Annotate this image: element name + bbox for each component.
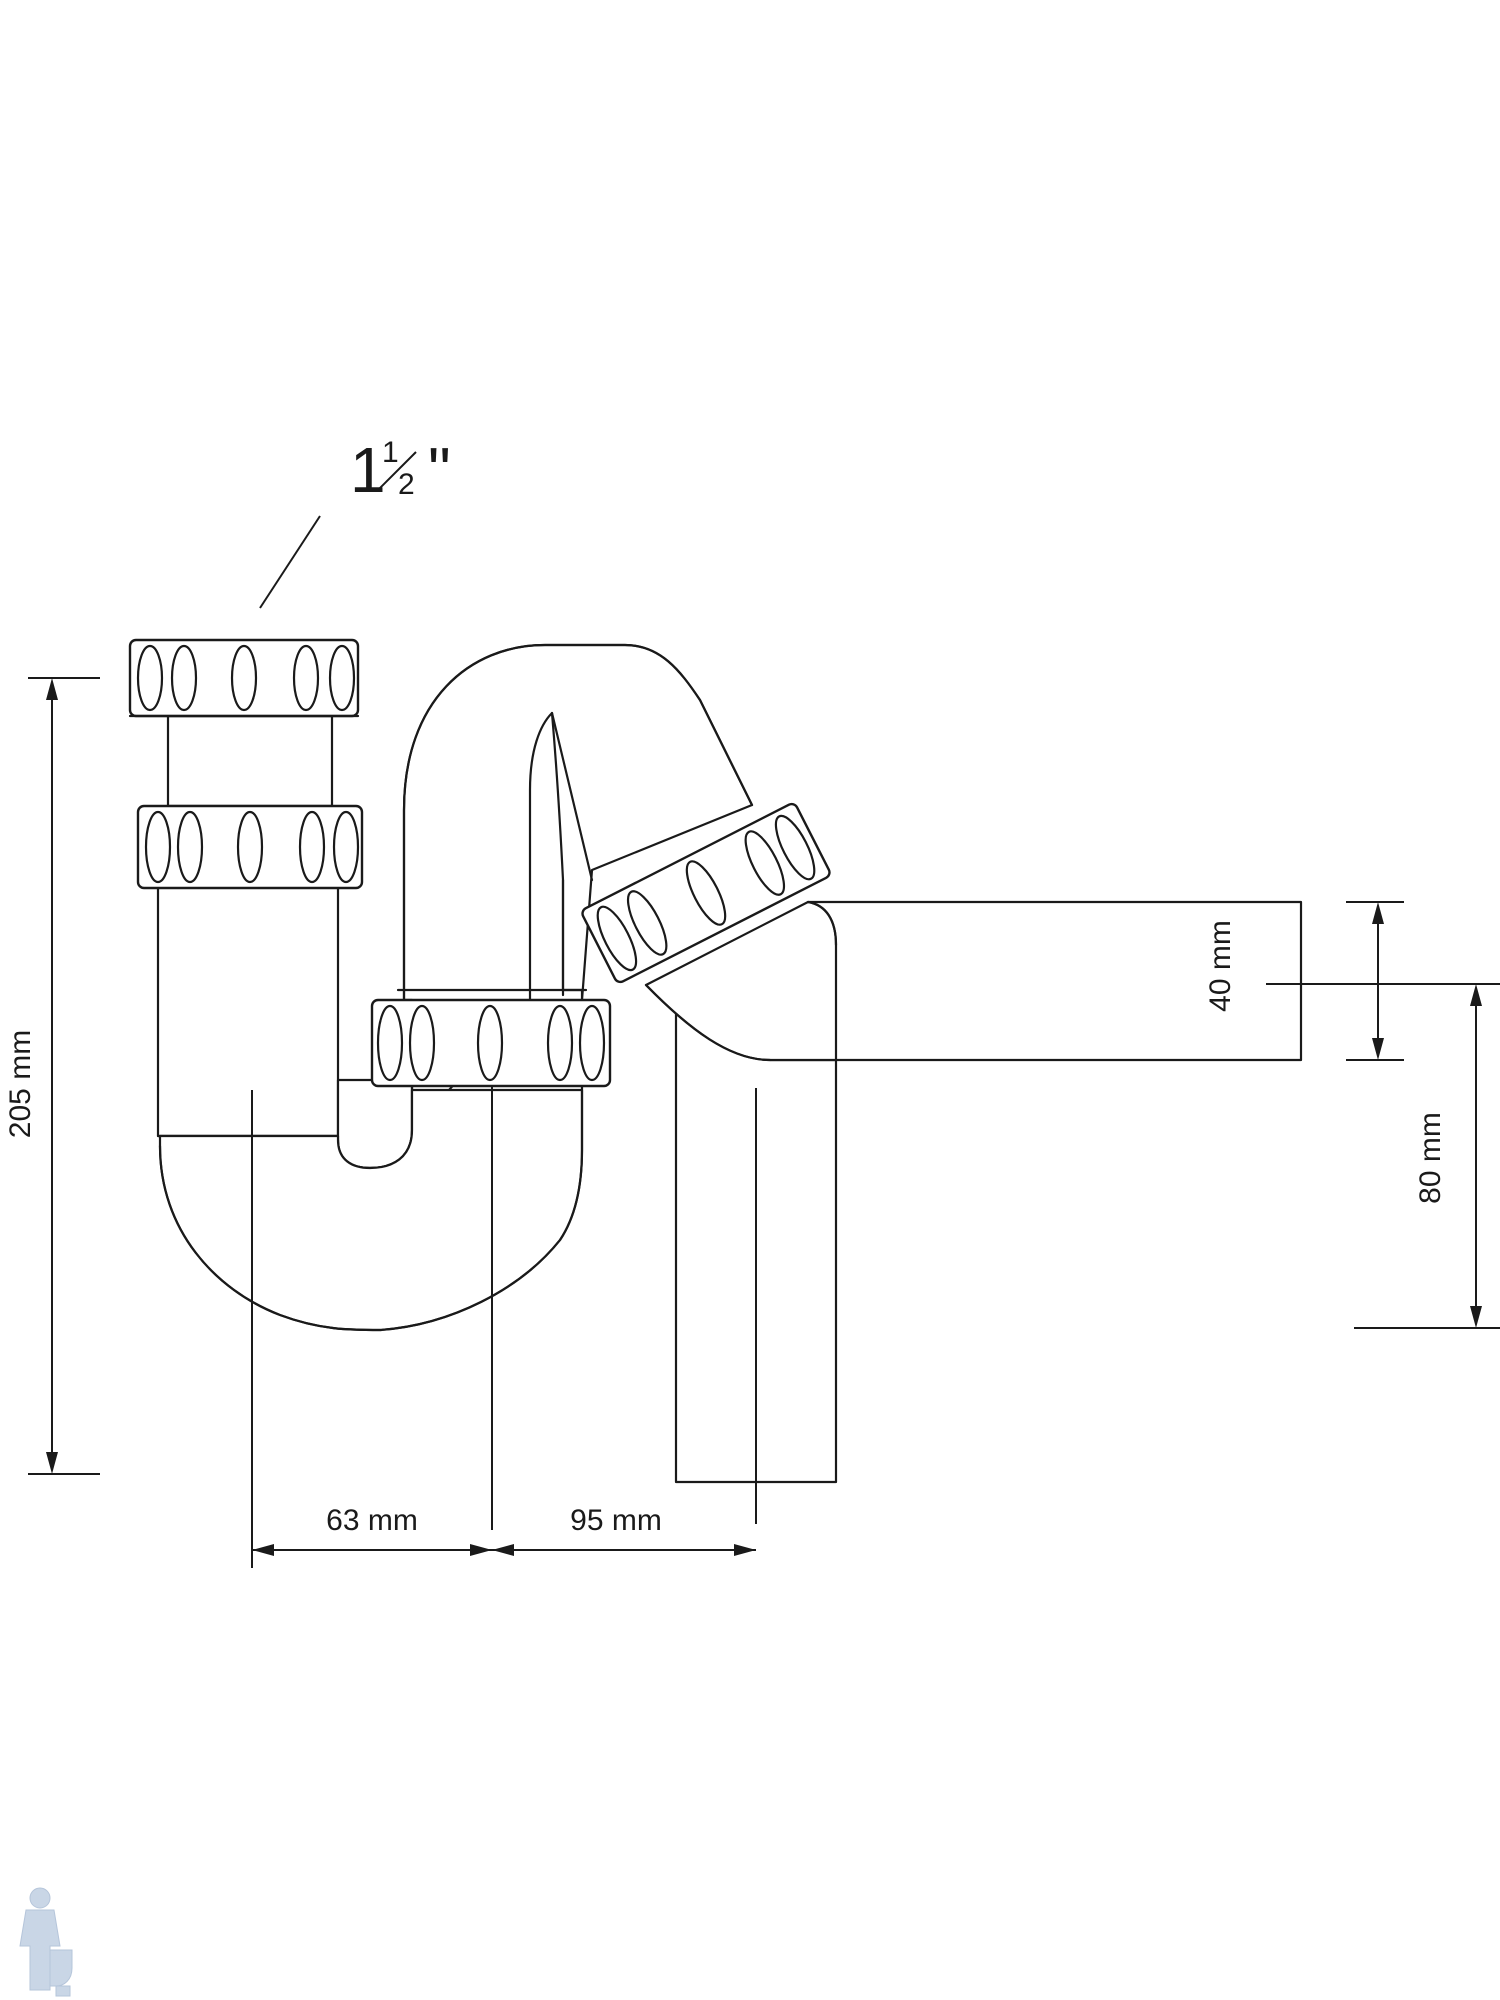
angled-nut bbox=[581, 802, 831, 984]
dimension-center-to-outlet-label: 95 mm bbox=[570, 1504, 662, 1537]
dimension-horizontal: 63 mm 95 mm bbox=[252, 1504, 756, 1556]
size-callout: 1 1 2 " bbox=[259, 434, 451, 609]
trap-body bbox=[156, 643, 1303, 1484]
dimension-outlet-diameter: 40 mm bbox=[1204, 901, 1450, 1061]
inlet-lower-nut bbox=[136, 804, 364, 890]
trap-body-tube bbox=[156, 882, 340, 1138]
outlet-horizontal-pipe bbox=[770, 900, 1303, 1062]
inlet-top-nut bbox=[128, 638, 360, 718]
size-numerator: 1 bbox=[382, 436, 399, 469]
dimension-overall-height-label: 205 mm bbox=[4, 1030, 37, 1138]
inlet-tube bbox=[166, 714, 334, 808]
size-whole: 1 bbox=[350, 434, 386, 506]
center-lines bbox=[251, 1086, 757, 1568]
dimension-outlet-diameter-label: 40 mm bbox=[1204, 920, 1237, 1012]
riser-nut bbox=[370, 988, 612, 1088]
dimension-inlet-to-center-label: 63 mm bbox=[326, 1504, 418, 1537]
size-inch-mark: " bbox=[428, 434, 451, 506]
dimension-outlet-height: 80 mm bbox=[1354, 983, 1500, 1329]
dimension-outlet-height-label: 80 mm bbox=[1414, 1112, 1447, 1204]
dimension-overall-height: 205 mm bbox=[4, 677, 100, 1475]
size-denominator: 2 bbox=[398, 468, 415, 501]
plumber-watermark-icon bbox=[19, 1887, 73, 1997]
